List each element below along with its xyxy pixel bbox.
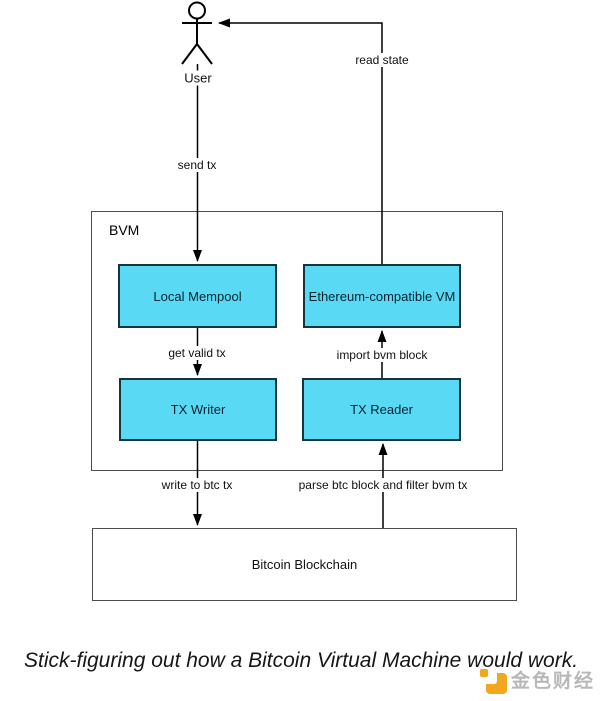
node-local-mempool: Local Mempool (118, 264, 277, 328)
edge-label-send-tx: send tx (174, 158, 220, 172)
user-actor-icon (181, 1, 213, 65)
edge-label-read-state: read state (352, 53, 412, 67)
jinse-logo-icon (480, 669, 507, 695)
edge-label-get-valid-tx: get valid tx (165, 346, 229, 360)
user-actor-label: User (182, 70, 214, 86)
actor-leg-right (196, 43, 213, 65)
bvm-container-label: BVM (109, 222, 140, 238)
node-ethereum-compatible-vm: Ethereum-compatible VM (303, 264, 461, 328)
edge-read-state (218, 18, 383, 264)
actor-leg-left (181, 43, 198, 65)
edge-label-import-bvm-block: import bvm block (333, 348, 431, 362)
jinse-watermark-text: 金色财经 (511, 671, 596, 692)
node-bitcoin-blockchain: Bitcoin Blockchain (92, 528, 517, 601)
caption-text: Stick-figuring out how a Bitcoin Virtual… (24, 649, 579, 672)
node-tx-reader: TX Reader (302, 378, 461, 441)
node-tx-writer: TX Writer (119, 378, 277, 441)
edge-label-write-to-btc-tx: write to btc tx (158, 478, 236, 492)
actor-head (188, 1, 206, 20)
jinse-watermark: 金色财经 (480, 668, 598, 698)
edge-label-parse-btc: parse btc block and filter bvm tx (295, 478, 471, 492)
